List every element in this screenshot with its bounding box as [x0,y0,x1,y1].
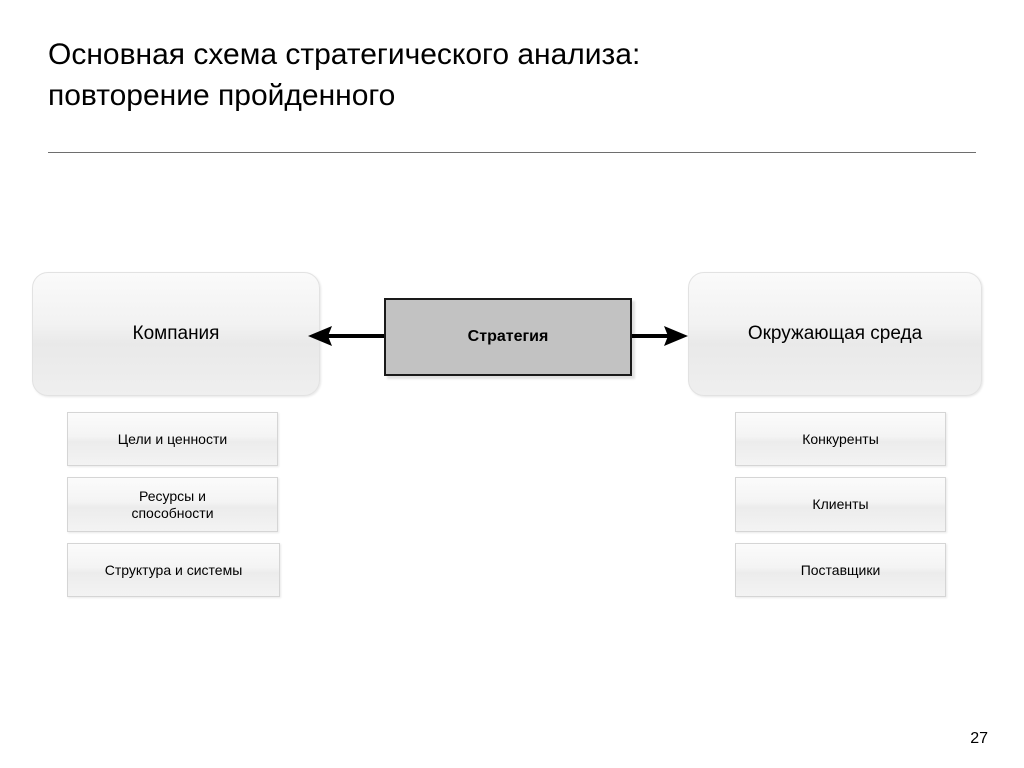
subbox-resources-and-capabilities-label: Ресурсы и способности [131,487,214,521]
subbox-suppliers-label: Поставщики [800,561,881,578]
box-strategy[interactable]: Стратегия [384,298,632,376]
subbox-resources-and-capabilities[interactable]: Ресурсы и способности [67,477,278,532]
subbox-structure-and-systems[interactable]: Структура и системы [67,543,280,597]
subbox-clients[interactable]: Клиенты [735,477,946,532]
panel-company[interactable]: Компания [32,272,320,396]
panel-company-label: Компания [132,323,220,344]
panel-environment-label: Окружающая среда [747,323,923,344]
page-title: Основная схема стратегического анализа: … [48,38,641,112]
subbox-goals-and-values-label: Цели и ценности [117,430,228,447]
subbox-suppliers[interactable]: Поставщики [735,543,946,597]
arrow-right-icon [632,326,688,346]
subbox-structure-and-systems-label: Структура и системы [104,561,243,578]
subbox-clients-label: Клиенты [812,496,869,512]
title-divider [48,152,976,153]
subbox-goals-and-values[interactable]: Цели и ценности [67,412,278,466]
arrow-left-icon [308,326,384,346]
box-strategy-label: Стратегия [467,328,549,345]
subbox-competitors[interactable]: Конкуренты [735,412,946,466]
panel-environment[interactable]: Окружающая среда [688,272,982,396]
page-number: 27 [970,730,988,747]
subbox-competitors-label: Конкуренты [802,430,879,447]
